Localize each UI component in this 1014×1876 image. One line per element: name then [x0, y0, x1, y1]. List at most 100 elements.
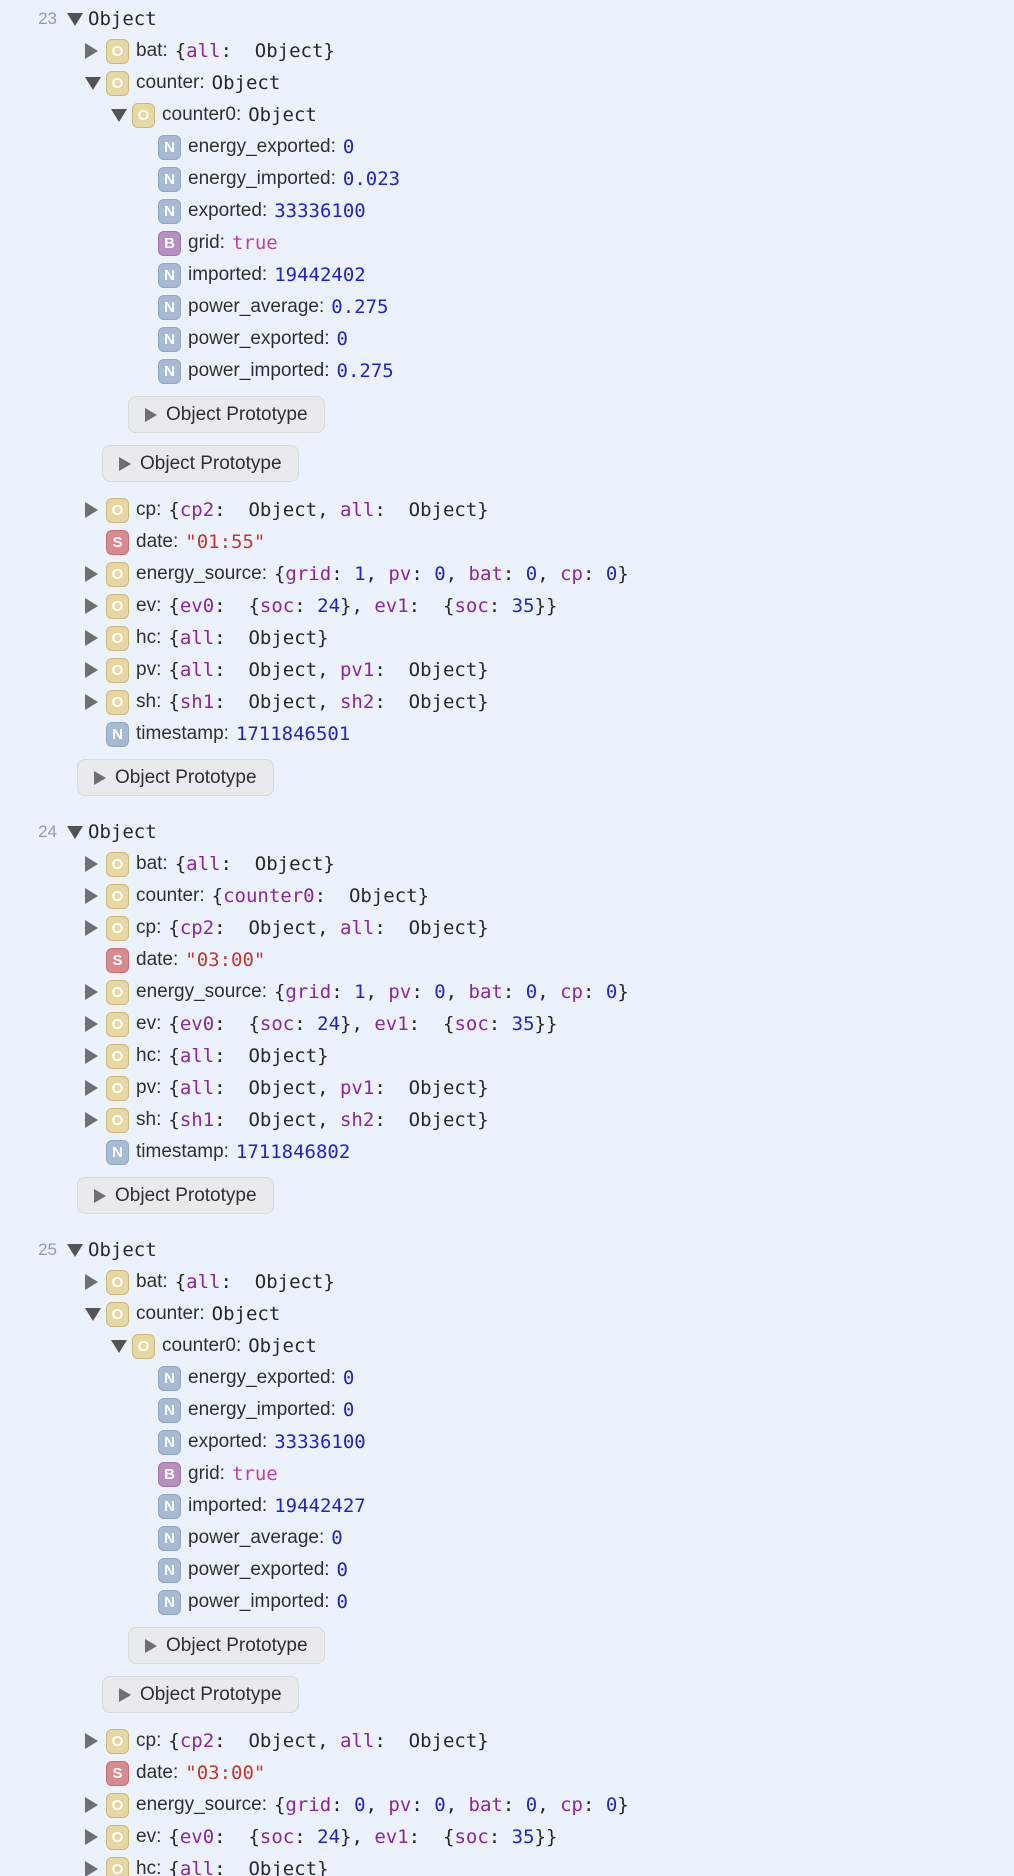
disclosure-triangle-collapsed-icon[interactable] — [85, 662, 98, 678]
object-label: Object — [88, 821, 157, 843]
disclosure-triangle-collapsed-icon[interactable] — [85, 1112, 98, 1128]
property-value: 33336100 — [274, 1431, 366, 1453]
value-segment: , — [365, 981, 389, 1003]
object-prototype-button[interactable]: Object Prototype — [102, 1676, 299, 1713]
property-value: {all: Object} — [175, 853, 335, 875]
value-segment: , — [537, 1794, 561, 1816]
disclosure-triangle-collapsed-icon[interactable] — [85, 1797, 98, 1813]
value-segment: 24 — [317, 595, 341, 617]
value-segment: { — [168, 1109, 180, 1131]
disclosure-triangle-collapsed-icon[interactable] — [85, 502, 98, 518]
disclosure-triangle-collapsed-icon[interactable] — [85, 1080, 98, 1096]
disclosure-triangle-collapsed-icon[interactable] — [85, 598, 98, 614]
value-segment: 0 — [434, 1794, 446, 1816]
disclosure-triangle-expanded-icon[interactable] — [85, 1307, 101, 1321]
disclosure-triangle-collapsed-icon[interactable] — [85, 984, 98, 1000]
disclosure-triangle-collapsed-icon[interactable] — [85, 1274, 98, 1290]
disclosure-triangle-expanded-icon[interactable] — [67, 12, 83, 26]
value-segment: : Object, — [214, 691, 340, 713]
value-segment: : — [331, 563, 355, 585]
object-prototype-button[interactable]: Object Prototype — [77, 759, 274, 796]
disclosure-triangle-collapsed-icon[interactable] — [85, 694, 98, 710]
value-segment: soc — [259, 1826, 295, 1848]
disclosure-triangle-collapsed-icon[interactable] — [85, 856, 98, 872]
disclosure-triangle-collapsed-icon[interactable] — [85, 888, 98, 904]
disclosure-triangle-collapsed-icon[interactable] — [85, 43, 98, 59]
value-segment: bat — [468, 1794, 503, 1816]
disclosure-triangle-expanded-icon[interactable] — [111, 1339, 127, 1353]
value-segment: : { — [408, 1013, 455, 1035]
type-badge-object: O — [106, 883, 129, 909]
object-prototype-button[interactable]: Object Prototype — [128, 396, 325, 433]
property-name: power_average: — [188, 1527, 325, 1548]
disclosure-triangle-collapsed-icon[interactable] — [85, 1048, 98, 1064]
disclosure-triangle-collapsed-icon[interactable] — [85, 1861, 98, 1876]
value-segment: { — [174, 40, 187, 62]
disclosure-triangle-collapsed-icon[interactable] — [85, 1016, 98, 1032]
value-segment: { — [168, 595, 180, 617]
value-segment: 0 — [336, 1591, 348, 1613]
property-name: ev: — [136, 1826, 162, 1847]
disclosure-triangle-expanded-icon[interactable] — [111, 108, 127, 122]
value-segment: , — [445, 563, 469, 585]
object-prototype-button[interactable]: Object Prototype — [77, 1177, 274, 1214]
value-segment: ev0 — [179, 1826, 215, 1848]
object-prototype-button[interactable]: Object Prototype — [128, 1627, 325, 1664]
disclosure-triangle-collapsed-icon[interactable] — [85, 920, 98, 936]
property-name: imported: — [188, 1495, 268, 1516]
disclosure-triangle-collapsed-icon[interactable] — [85, 630, 98, 646]
object-prototype-button[interactable]: Object Prototype — [102, 445, 299, 482]
disclosure-triangle-icon — [145, 1638, 157, 1653]
value-segment: grid — [285, 981, 332, 1003]
disclosure-triangle-expanded-icon[interactable] — [67, 825, 83, 839]
property-value: {all: Object} — [168, 1858, 328, 1876]
value-segment: Object — [248, 1335, 317, 1357]
disclosure-triangle-expanded-icon[interactable] — [85, 76, 101, 90]
value-segment: { — [168, 1077, 180, 1099]
value-segment: : — [502, 1794, 526, 1816]
disclosure-slot — [85, 662, 106, 678]
value-segment: 0 — [336, 328, 348, 350]
property-value: {sh1: Object, sh2: Object} — [168, 1109, 488, 1131]
disclosure-triangle-collapsed-icon[interactable] — [85, 1829, 98, 1845]
value-segment: { — [168, 1826, 180, 1848]
type-badge-object: O — [106, 1011, 129, 1037]
type-badge-object: O — [106, 1269, 129, 1295]
value-segment: 1 — [354, 981, 366, 1003]
type-badge-number: N — [158, 1429, 181, 1455]
value-segment: : Object} — [374, 1730, 489, 1752]
object-prototype-label: Object Prototype — [166, 1634, 308, 1656]
disclosure-triangle-expanded-icon[interactable] — [67, 1243, 83, 1257]
disclosure-triangle-collapsed-icon[interactable] — [85, 1733, 98, 1749]
disclosure-slot — [85, 984, 106, 1000]
disclosure-triangle-collapsed-icon[interactable] — [85, 566, 98, 582]
